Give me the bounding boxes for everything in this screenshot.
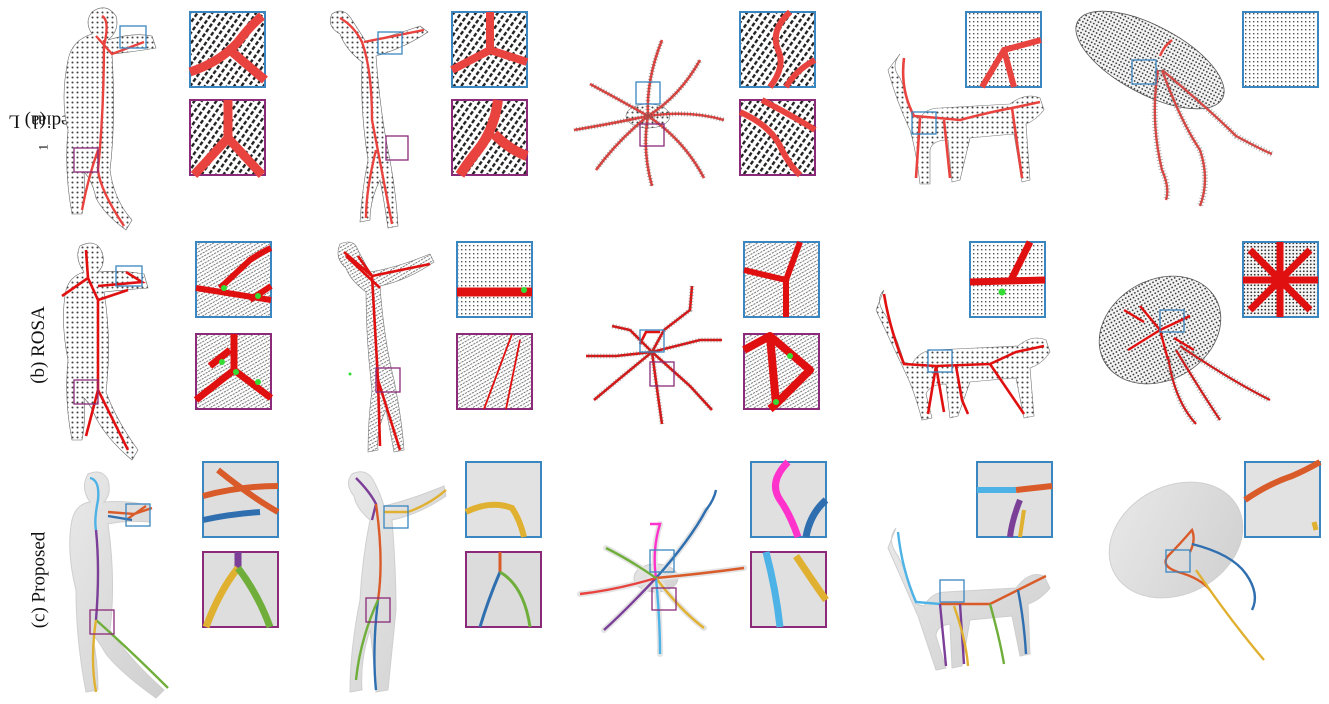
row-b-rosa	[62, 242, 1318, 460]
inset-a2-purple	[452, 100, 527, 175]
pointcloud-jellyfish-rosa	[1080, 255, 1270, 424]
inset-b2-blue	[457, 242, 532, 317]
inset-a2-blue	[452, 12, 527, 87]
inset-a4-blue	[966, 12, 1041, 87]
row-a-l1-medial	[64, 0, 1318, 230]
inset-c4-blue	[977, 462, 1052, 537]
inset-a3-blue	[740, 12, 815, 87]
mesh-octopus	[580, 490, 744, 654]
inset-a1-purple	[190, 100, 265, 175]
inset-a1-blue	[190, 12, 265, 87]
inset-b5-blue	[1243, 242, 1318, 317]
inset-c3-blue	[751, 462, 826, 537]
inset-c2-purple	[466, 552, 541, 627]
inset-b3-purple	[744, 334, 819, 409]
inset-b4-blue	[970, 242, 1045, 317]
pointcloud-human-1	[64, 8, 156, 230]
inset-c1-blue	[203, 462, 278, 537]
inset-b2-purple	[457, 334, 532, 409]
mesh-jellyfish	[1089, 459, 1264, 660]
inset-c3-purple	[751, 552, 826, 627]
inset-c5-blue	[1245, 462, 1320, 537]
inset-a5-blue	[1243, 12, 1318, 87]
pointcloud-human-2-rosa	[338, 242, 434, 452]
mesh-human-2	[348, 472, 446, 692]
pointcloud-octopus-rosa	[586, 286, 722, 424]
mesh-human-1	[70, 472, 168, 698]
inset-c1-purple	[203, 552, 278, 627]
pointcloud-human-1-rosa	[62, 243, 148, 460]
pointcloud-jellyfish	[1062, 0, 1272, 206]
row-c-proposed	[70, 459, 1320, 698]
mesh-cat	[888, 528, 1050, 670]
inset-b1-blue	[196, 242, 271, 317]
inset-b3-blue	[744, 242, 819, 317]
pointcloud-human-2	[330, 11, 428, 228]
inset-b1-purple	[196, 334, 271, 409]
pointcloud-octopus	[574, 40, 724, 186]
inset-a3-purple	[740, 100, 815, 175]
inset-c2-blue	[466, 462, 541, 537]
